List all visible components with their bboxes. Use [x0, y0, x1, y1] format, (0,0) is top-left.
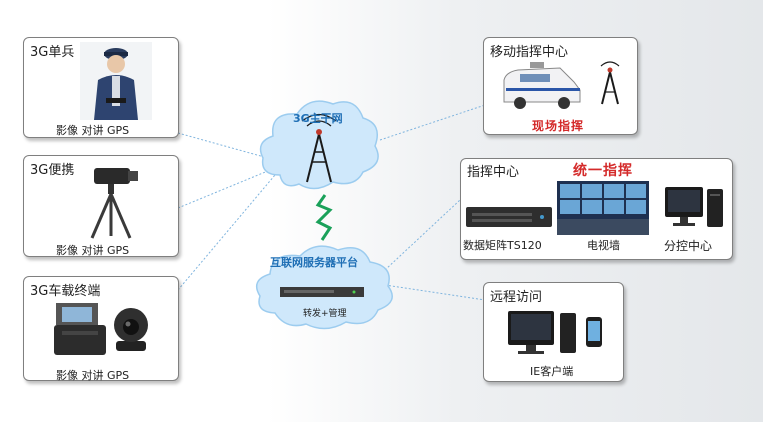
- server-icon: [280, 287, 364, 297]
- link-mobile-center: [379, 104, 486, 141]
- tripod-camera-icon: [90, 168, 138, 239]
- box-caption: 影像 对讲 GPS: [56, 244, 130, 257]
- box-caption: IE客户端: [530, 365, 574, 378]
- command-van-icon: [503, 62, 581, 109]
- antenna-tower-icon: [600, 61, 620, 105]
- box-caption: 影像 对讲 GPS: [56, 369, 130, 382]
- box-title: 指挥中心: [467, 165, 520, 180]
- video-wall-icon: [557, 181, 649, 235]
- monitor-pc-icon: [665, 187, 723, 227]
- matrix-caption: 数据矩阵TS120: [463, 239, 542, 252]
- cloud-3g-backbone: [259, 100, 379, 190]
- tower-icon: [301, 113, 337, 183]
- lightning-link: [315, 194, 333, 241]
- banner-unified-command: 统一指挥: [573, 163, 633, 179]
- desktop-phone-icon: [508, 311, 602, 354]
- vehicle-terminal-icon: [54, 303, 106, 355]
- box-title: 远程访问: [490, 290, 543, 305]
- box-3g-vehicle: 3G车载终端 影像 对讲 GPS: [23, 276, 179, 382]
- box-3g-soldier: 3G单兵 影像 对讲 GPS: [23, 37, 179, 138]
- cloud-bottom-label: 互联网服务器平台: [270, 256, 358, 269]
- link-soldier: [177, 132, 276, 161]
- box-title: 3G车载终端: [30, 284, 101, 299]
- box-mobile-command: 移动指挥中心 现场指挥: [483, 37, 638, 135]
- matrix-device-icon: [466, 207, 552, 227]
- box-remote-access: 远程访问 IE客户端: [483, 282, 624, 382]
- box-title: 移动指挥中心: [490, 45, 569, 60]
- cloud-bottom-caption: 转发+管理: [303, 309, 347, 319]
- link-portable: [177, 167, 276, 209]
- video-wall-caption: 电视墙: [587, 239, 620, 252]
- soldier-figure: [80, 42, 152, 120]
- box-3g-portable: 3G便携 影像 对讲 GPS: [23, 155, 179, 257]
- link-remote: [384, 284, 486, 301]
- box-title: 3G便携: [30, 163, 75, 178]
- box-caption: 影像 对讲 GPS: [56, 124, 130, 137]
- box-title: 3G单兵: [30, 45, 75, 60]
- link-command-center: [384, 199, 461, 271]
- link-vehicle: [177, 174, 276, 291]
- ptz-camera-icon: [114, 308, 148, 351]
- cloud-top-label: 3G主干网: [293, 112, 343, 125]
- sub-control-caption: 分控中心: [664, 239, 713, 253]
- box-command-center: 指挥中心 统一指挥 数据矩阵TS120 电视墙 分控中心: [460, 158, 733, 260]
- banner-onsite-command: 现场指挥: [532, 119, 585, 133]
